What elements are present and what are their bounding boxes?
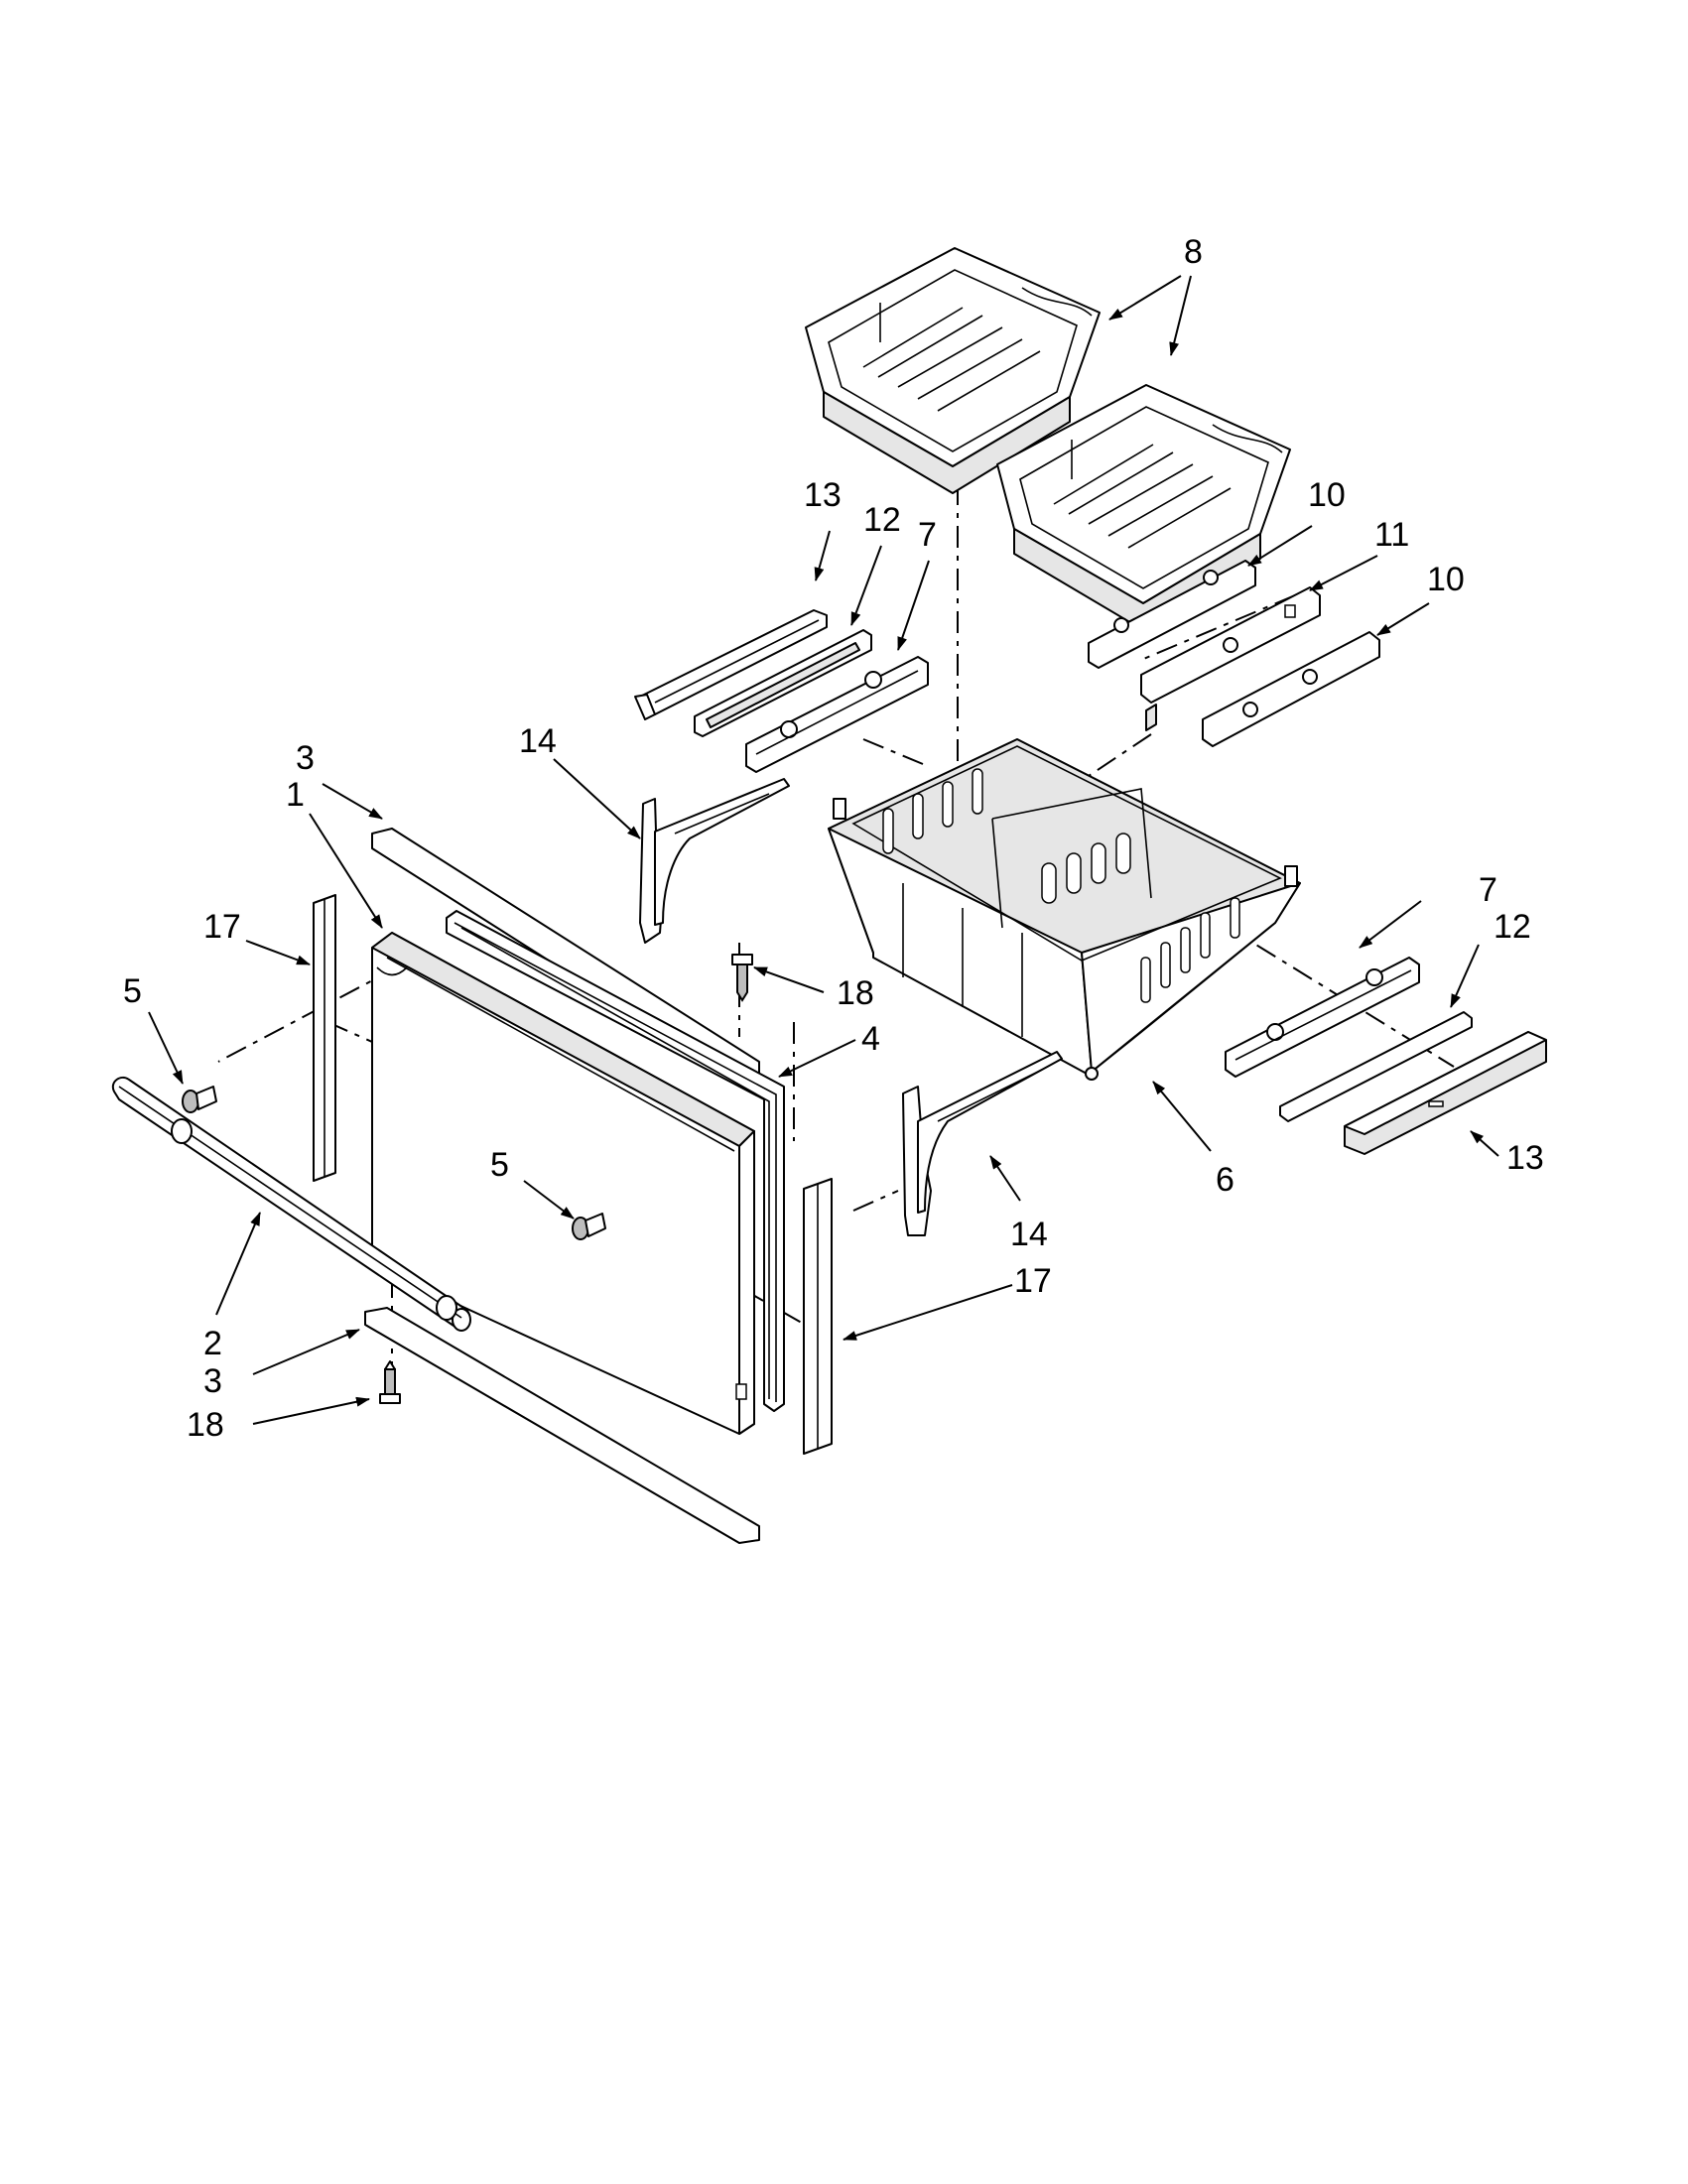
callout-11: 11 [1374,516,1409,554]
slide-rail-left-upper [694,629,872,737]
drawer-bracket-upper [639,778,790,944]
callout-7-upper: 7 [918,516,937,554]
freezer-basket [828,738,1301,1081]
callout-18-upper: 18 [837,974,874,1012]
rail-assembly-right-lower [1225,957,1420,1078]
callout-18-lower: 18 [187,1406,224,1444]
callout-7-lower: 7 [1479,871,1497,909]
door-gasket [446,910,785,1412]
callout-12-lower: 12 [1493,908,1531,946]
callout-12-upper: 12 [863,501,901,539]
slide-rail-right-lower [1279,1011,1473,1122]
callout-2: 2 [203,1325,222,1362]
callout-1: 1 [286,776,305,814]
callout-8: 8 [1184,233,1203,271]
leader-lines [148,275,1499,1425]
rail-cover-right-lower [1344,1031,1547,1155]
callout-13-lower: 13 [1506,1139,1544,1177]
callout-3-bottom: 3 [203,1362,222,1400]
door-trim-bottom [364,1307,760,1544]
storage-basket-upper [805,247,1101,494]
rail-assembly-left-upper [745,656,929,773]
rail-cover-left-upper [634,609,828,720]
rail-end-cap-upper [1088,560,1256,669]
callout-6: 6 [1216,1161,1234,1199]
trim-screw-upper [731,954,753,1002]
callout-13-upper: 13 [804,476,842,514]
side-trim-right [803,1178,833,1455]
callout-17-left: 17 [203,908,241,946]
callout-14-lower: 14 [1010,1216,1048,1253]
trim-screw-lower [379,1360,401,1404]
drawer-bracket-lower [902,1051,1063,1236]
callout-14-upper: 14 [519,722,557,760]
handle-screw-left [182,1086,217,1113]
callout-5-left: 5 [123,972,142,1010]
callout-4: 4 [861,1020,880,1058]
handle-screw-mid [572,1213,606,1240]
callout-3-top: 3 [296,739,315,777]
door-handle [111,1076,471,1332]
side-trim-left [313,894,336,1182]
callout-5-mid: 5 [490,1146,509,1184]
callout-labels: 8 13 12 7 10 11 10 14 3 1 17 5 18 4 5 7 … [123,233,1544,1444]
callout-17-right: 17 [1014,1262,1052,1300]
rail-end-cap-lower [1202,631,1380,747]
callout-10-upper: 10 [1308,476,1346,514]
freezer-door [371,932,755,1435]
callout-10-lower: 10 [1427,561,1465,598]
